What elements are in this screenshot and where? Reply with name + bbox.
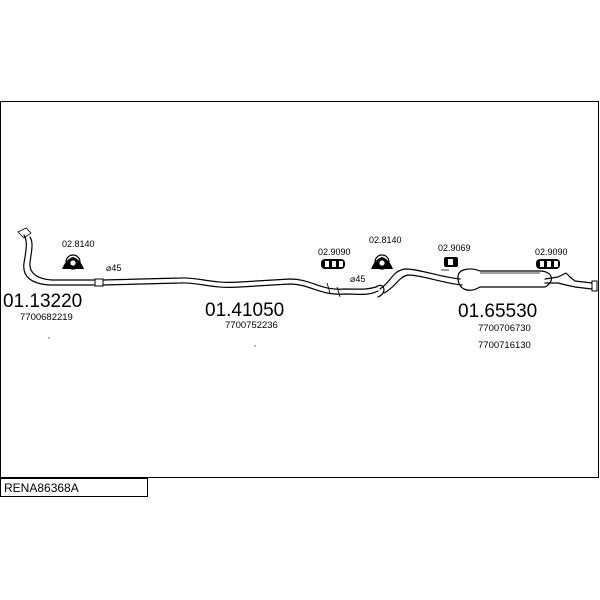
- oem-number: 7700716130: [478, 340, 531, 351]
- clamp-icon: [371, 254, 393, 270]
- oem-number: 7700752236: [225, 320, 278, 331]
- rear-silencer: [379, 268, 598, 294]
- diagram-code: RENA86368A: [4, 481, 79, 495]
- diagram-border: [0, 101, 599, 478]
- clamp-icon: [62, 254, 84, 270]
- diameter-label: ⌀45: [106, 263, 121, 273]
- diagram-code-box: RENA86368A: [0, 478, 148, 497]
- diameter-label: ⌀45: [350, 274, 365, 284]
- oem-number: 7700706730: [478, 323, 531, 334]
- fitting-code: 02.8140: [369, 235, 402, 245]
- front-pipe: [17, 227, 104, 287]
- part-number: 01.65530: [458, 301, 537, 322]
- oem-number: 7700682219: [20, 312, 73, 323]
- rubber-hanger-icon: [536, 259, 560, 269]
- diagram-frame: 02.8140 02.9090 02.8140 02.9069 02.9090 …: [0, 101, 600, 498]
- middle-pipe: [102, 277, 385, 298]
- fitting-code: 02.9090: [535, 247, 568, 257]
- fitting-code: 02.9090: [318, 247, 351, 257]
- fitting-code: 02.8140: [62, 239, 95, 249]
- part-number: 01.13220: [3, 291, 82, 312]
- part-number: 01.41050: [205, 300, 284, 321]
- fitting-code: 02.9069: [438, 243, 471, 253]
- rubber-hanger-icon: [321, 259, 345, 269]
- exhaust-system-diagram: 02.8140 02.9090 02.8140 02.9069 02.9090 …: [0, 101, 599, 478]
- hanger-icon: [441, 257, 458, 271]
